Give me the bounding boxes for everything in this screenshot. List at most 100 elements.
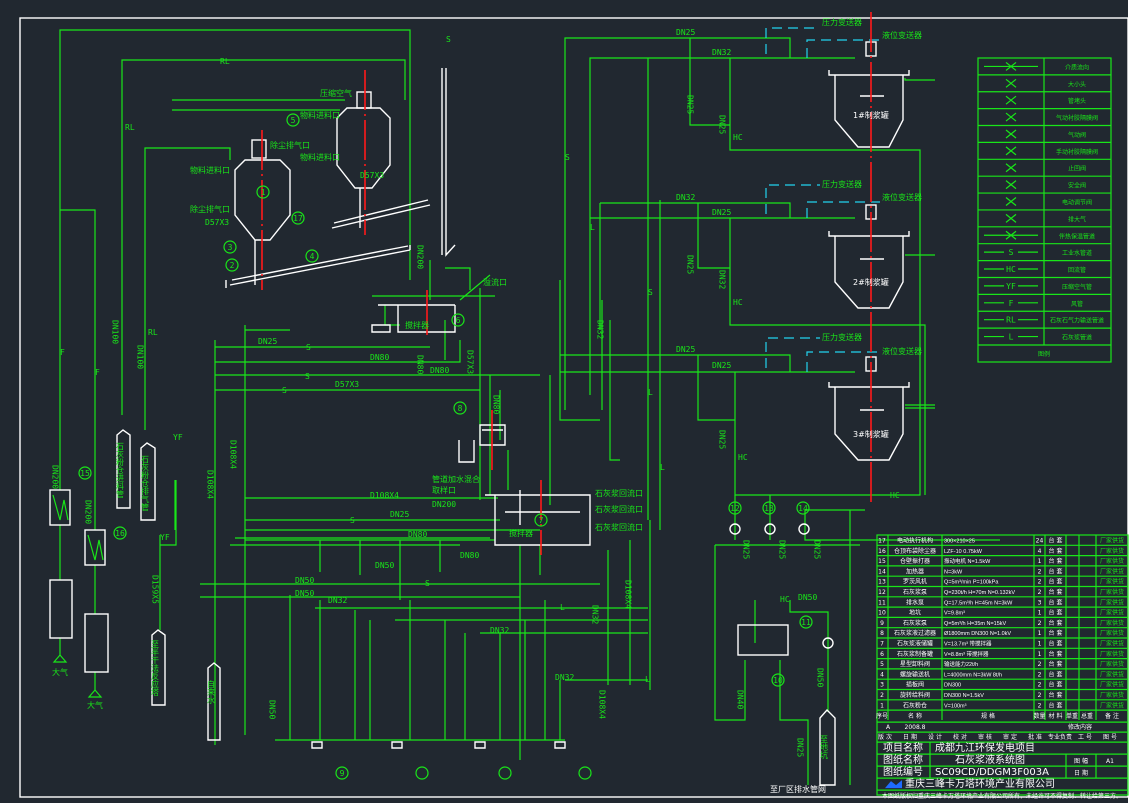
pipe-size-label: DN40 bbox=[736, 690, 745, 709]
svg-text:石灰浆制备罐: 石灰浆制备罐 bbox=[897, 650, 933, 658]
svg-text:1: 1 bbox=[1038, 641, 1042, 648]
callout-4 bbox=[305, 249, 319, 263]
sig-3-label: 压力变送器 bbox=[822, 332, 862, 342]
pipe-size-label: D108X4 bbox=[206, 470, 215, 499]
sheet-edge bbox=[1128, 0, 1133, 803]
heater-coils bbox=[52, 494, 104, 561]
svg-text:厂家供货: 厂家供货 bbox=[1100, 609, 1124, 617]
legend-label: 伴热保温管道 bbox=[1059, 232, 1095, 240]
pipe-size-label: DN200 bbox=[432, 500, 456, 509]
line-code-hc: HC bbox=[733, 133, 743, 142]
legend-symbol-pneumatic-diaphragm-valve-icon bbox=[1005, 112, 1017, 122]
legend-label: 安全阀 bbox=[1068, 182, 1086, 190]
sign-row-cell: 审 定 bbox=[1003, 733, 1017, 741]
svg-text:2: 2 bbox=[1038, 620, 1042, 627]
line-code-l: L bbox=[645, 675, 650, 684]
pipe-network bbox=[59, 29, 1000, 785]
line-code-l: L bbox=[560, 603, 565, 612]
svg-text:V=9.8m³: V=9.8m³ bbox=[944, 611, 965, 617]
callout-9 bbox=[415, 766, 429, 780]
svg-text:台 套: 台 套 bbox=[1049, 629, 1063, 637]
line-code-hc: HC bbox=[780, 595, 790, 604]
svg-text:厂家供货: 厂家供货 bbox=[1100, 537, 1124, 545]
pipe-size-label: DN80 bbox=[492, 395, 501, 414]
svg-text:厂家供货: 厂家供货 bbox=[1100, 567, 1124, 575]
svg-text:台 套: 台 套 bbox=[1049, 701, 1063, 709]
svg-text:16: 16 bbox=[878, 548, 886, 555]
svg-text:300×210×25: 300×210×25 bbox=[944, 539, 975, 545]
size-value: A1 bbox=[1106, 758, 1114, 765]
return-2-label: 石灰浆回流口 bbox=[595, 504, 643, 514]
legend-label: 排大气 bbox=[1068, 215, 1086, 223]
pipe-size-label: DN25 bbox=[778, 540, 787, 559]
legend-label: 介质流向 bbox=[1065, 63, 1089, 71]
feed-2-label: 物料进料口 bbox=[300, 152, 340, 162]
line-code-l: L bbox=[660, 463, 665, 472]
callout-12 bbox=[728, 501, 742, 515]
parts-header-cell: 备 注 bbox=[1105, 712, 1119, 720]
svg-text:HC: HC bbox=[1006, 265, 1016, 274]
pipe-size-label: D159X5 bbox=[151, 575, 160, 604]
line-code-s: S bbox=[425, 579, 430, 588]
svg-text:S: S bbox=[1009, 248, 1014, 257]
company-name: 重庆三峰卡万塔环境产业有限公司 bbox=[905, 777, 1055, 790]
water-label: 自来水 bbox=[207, 679, 216, 704]
legend-symbol-manual-diaphragm-valve-icon bbox=[1005, 146, 1017, 156]
pipe-size-label: DN25 bbox=[676, 28, 695, 37]
callout-number: 14 bbox=[798, 504, 808, 513]
svg-text:F: F bbox=[1009, 299, 1014, 308]
legend-symbol-pneumatic-valve-icon bbox=[1005, 129, 1017, 139]
pipe-size-label: DN25 bbox=[712, 208, 731, 217]
legend-symbol-f-icon: F bbox=[984, 299, 1038, 308]
legend-label: 管堵头 bbox=[1068, 97, 1086, 105]
svg-text:LZF-10 0.75kW: LZF-10 0.75kW bbox=[944, 549, 983, 555]
svg-text:15: 15 bbox=[878, 558, 886, 565]
revision-label: 修改内容 bbox=[1068, 723, 1092, 731]
svg-text:YF: YF bbox=[1006, 282, 1016, 291]
svg-text:厂家供货: 厂家供货 bbox=[1100, 670, 1124, 678]
svg-text:10: 10 bbox=[878, 610, 886, 617]
callout-9 bbox=[578, 766, 592, 780]
svg-text:Q=5m³/h H=35m N=15kV: Q=5m³/h H=35m N=15kV bbox=[944, 621, 1007, 627]
tank-7-label: 搅拌器 bbox=[509, 528, 533, 538]
svg-text:Q=230t/h H=70m N=0.132kV: Q=230t/h H=70m N=0.132kV bbox=[944, 590, 1015, 596]
dust-collector-1 bbox=[251, 139, 267, 159]
callout-11 bbox=[799, 615, 813, 629]
legend-symbol-trace-pipe-icon bbox=[984, 230, 1038, 240]
svg-text:台 套: 台 套 bbox=[1049, 691, 1063, 699]
callout-number: 1 bbox=[261, 188, 266, 197]
svg-text:厂家供货: 厂家供货 bbox=[1100, 598, 1124, 606]
callout-number: 12 bbox=[730, 504, 740, 513]
svg-text:4: 4 bbox=[880, 671, 884, 678]
sign-row-cell: 设 计 bbox=[928, 733, 942, 741]
screw-conveyor-1 bbox=[225, 245, 411, 288]
reactor-label: 至半干法反应塔 bbox=[151, 640, 160, 697]
svg-text:石灰浆液储罐: 石灰浆液储罐 bbox=[897, 640, 933, 648]
svg-text:台 套: 台 套 bbox=[1049, 547, 1063, 555]
svg-text:2: 2 bbox=[1038, 661, 1042, 668]
svg-text:4: 4 bbox=[1038, 548, 1042, 555]
legend-symbol-flow-direction-icon bbox=[984, 61, 1038, 71]
callout-number: 15 bbox=[80, 469, 90, 478]
line-code-s: S bbox=[648, 288, 653, 297]
callout-number: 10 bbox=[773, 676, 783, 685]
svg-text:仓壁振打器: 仓壁振打器 bbox=[900, 557, 930, 565]
heater-14b bbox=[84, 529, 106, 566]
svg-text:石灰粉仓: 石灰粉仓 bbox=[903, 701, 927, 709]
pipe-size-label: DN25 bbox=[718, 115, 727, 134]
callout-number: 7 bbox=[539, 516, 544, 525]
legend-label: 工业水管道 bbox=[1062, 249, 1092, 257]
tank-1-label: 1#制浆罐 bbox=[853, 110, 889, 120]
sign-row-cell: 审 核 bbox=[978, 733, 992, 741]
water-pointer bbox=[207, 662, 221, 741]
line-code-yf: YF bbox=[160, 533, 170, 542]
air-in-label: 压缩空气 bbox=[320, 88, 352, 98]
pit-10 bbox=[737, 624, 789, 656]
svg-text:台 套: 台 套 bbox=[1049, 537, 1063, 545]
